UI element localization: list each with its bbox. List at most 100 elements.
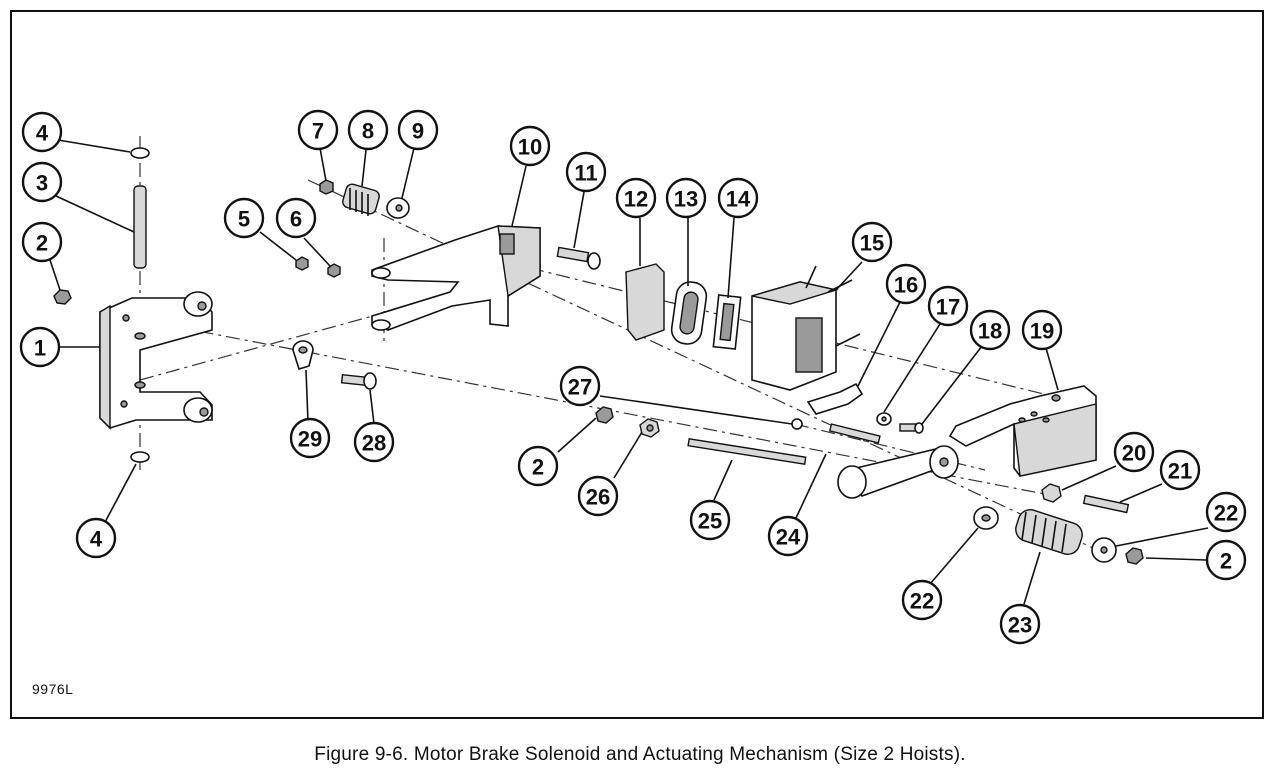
callout-29: 29 <box>289 417 331 459</box>
part-11-screw <box>556 246 601 270</box>
callout-4-top: 4 <box>21 111 63 153</box>
svg-text:8: 8 <box>362 119 374 144</box>
callout-6: 6 <box>275 197 317 239</box>
callout-21: 21 <box>1159 449 1201 491</box>
svg-text:9: 9 <box>412 119 424 144</box>
part-8-spring <box>342 183 380 216</box>
callout-22-left: 22 <box>901 579 943 621</box>
drawing-number: 9976L <box>32 681 74 697</box>
part-13-coil-spacer <box>670 281 708 345</box>
svg-text:6: 6 <box>290 207 302 232</box>
svg-text:17: 17 <box>936 295 960 320</box>
svg-text:5: 5 <box>238 207 250 232</box>
svg-text:20: 20 <box>1122 441 1146 466</box>
part-23-spring <box>1015 509 1083 555</box>
svg-text:14: 14 <box>726 187 751 212</box>
part-2-nut-right <box>1125 547 1144 565</box>
part-3-pin <box>133 185 147 269</box>
part-29-cable-clamp <box>292 340 314 370</box>
part-1-mounting-bracket <box>99 291 213 430</box>
leader-lines <box>49 139 1209 605</box>
part-4-retaining-ring-bottom <box>130 451 150 463</box>
callout-28: 28 <box>353 421 395 463</box>
callout-15: 15 <box>851 221 893 263</box>
part-4-retaining-ring-top <box>130 147 150 159</box>
callout-11: 11 <box>565 151 607 193</box>
callout-26: 26 <box>577 475 619 517</box>
svg-text:22: 22 <box>1214 501 1238 526</box>
part-5-nut <box>295 256 309 271</box>
svg-text:26: 26 <box>586 485 610 510</box>
part-2-nut-left <box>53 289 72 305</box>
svg-text:29: 29 <box>298 427 322 452</box>
callout-4-bottom: 4 <box>75 517 117 559</box>
callout-8: 8 <box>347 109 389 151</box>
part-9-washer <box>386 197 410 219</box>
svg-text:2: 2 <box>532 455 544 480</box>
part-16-bracket <box>806 382 864 415</box>
part-26-lock-nut <box>639 418 660 438</box>
callout-1: 1 <box>19 326 61 368</box>
callout-7: 7 <box>297 109 339 151</box>
part-28-screw <box>340 372 377 390</box>
svg-text:28: 28 <box>362 431 386 456</box>
callout-24: 24 <box>767 515 809 557</box>
svg-text:25: 25 <box>698 509 722 534</box>
svg-text:21: 21 <box>1168 459 1192 484</box>
callout-13: 13 <box>665 177 707 219</box>
svg-text:22: 22 <box>910 589 934 614</box>
part-19-actuating-lever <box>948 385 1097 477</box>
part-14-plate <box>712 294 742 350</box>
svg-text:23: 23 <box>1008 613 1032 638</box>
part-21-threaded-stud <box>1082 494 1130 514</box>
callout-2-middle: 2 <box>517 445 559 487</box>
axis-spring-stack <box>307 179 1111 557</box>
svg-text:19: 19 <box>1030 319 1054 344</box>
callout-16: 16 <box>885 263 927 305</box>
part-27-ring <box>791 418 803 430</box>
svg-text:12: 12 <box>624 187 648 212</box>
part-6-nut <box>327 263 341 278</box>
callout-17: 17 <box>927 285 969 327</box>
svg-text:7: 7 <box>312 119 324 144</box>
callout-22-right: 22 <box>1205 491 1247 533</box>
svg-text:15: 15 <box>860 231 884 256</box>
callout-20: 20 <box>1113 431 1155 473</box>
callout-14: 14 <box>717 177 759 219</box>
svg-text:24: 24 <box>776 525 801 550</box>
part-25-threaded-rod <box>687 438 807 465</box>
part-20-nut <box>1041 483 1062 503</box>
part-18-screw <box>899 422 924 434</box>
part-22-washer-right <box>1091 537 1117 563</box>
svg-text:4: 4 <box>90 527 103 552</box>
part-15-solenoid-coil <box>751 265 861 391</box>
callout-25: 25 <box>689 499 731 541</box>
svg-text:16: 16 <box>894 273 918 298</box>
part-7-nut <box>319 179 334 195</box>
callout-19: 19 <box>1021 309 1063 351</box>
part-2-nut-middle <box>595 406 614 424</box>
callout-23: 23 <box>999 603 1041 645</box>
callout-27: 27 <box>559 365 601 407</box>
svg-text:27: 27 <box>568 375 592 400</box>
callout-18: 18 <box>969 309 1011 351</box>
part-12-plate <box>625 263 665 341</box>
callout-9: 9 <box>397 109 439 151</box>
part-10-yoke <box>371 225 541 331</box>
callout-10: 10 <box>509 125 551 167</box>
callouts: 1 2 3 4 4 5 6 7 8 9 10 11 12 13 14 15 16… <box>19 109 1247 645</box>
part-22-washer-left <box>973 506 999 530</box>
svg-text:2: 2 <box>1220 549 1232 574</box>
callout-3: 3 <box>21 161 63 203</box>
callout-5: 5 <box>223 197 265 239</box>
svg-text:11: 11 <box>574 161 597 186</box>
callout-12: 12 <box>615 177 657 219</box>
part-17-washer <box>876 412 892 426</box>
svg-text:10: 10 <box>518 135 542 160</box>
svg-text:3: 3 <box>36 171 48 196</box>
figure-caption: Figure 9-6. Motor Brake Solenoid and Act… <box>314 744 966 765</box>
callout-2-right: 2 <box>1205 539 1247 581</box>
svg-text:4: 4 <box>36 121 49 146</box>
svg-text:1: 1 <box>34 336 46 361</box>
